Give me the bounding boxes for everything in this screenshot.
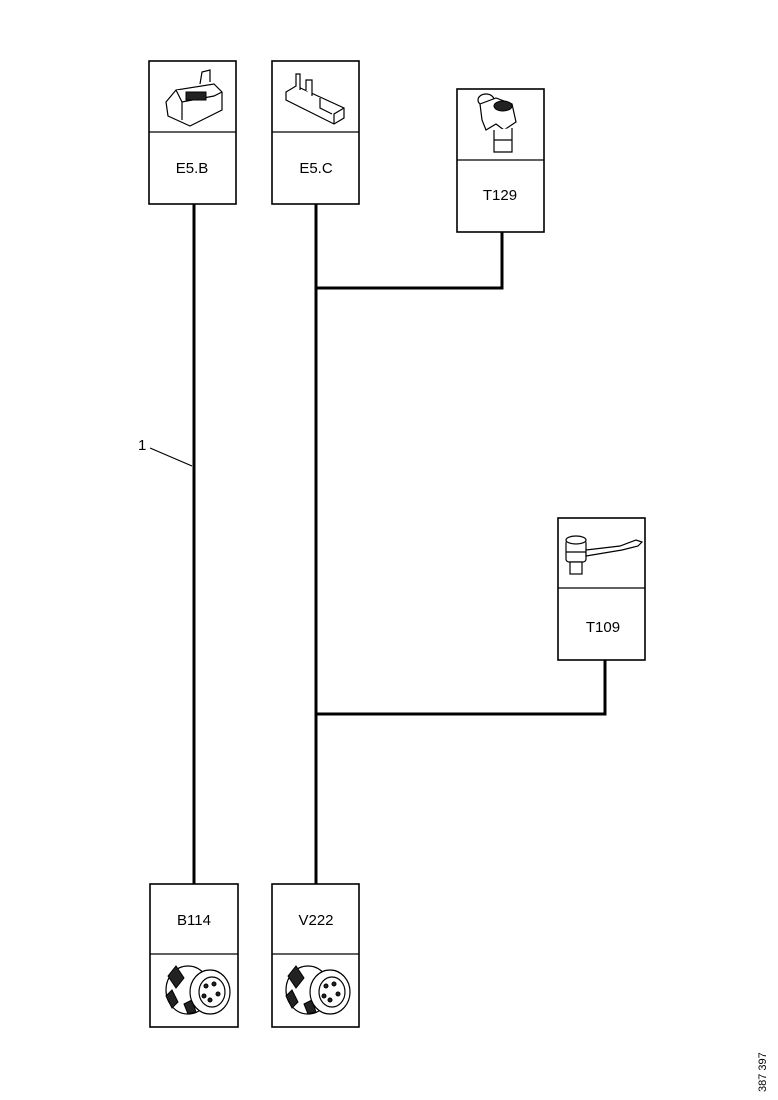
- connector-housing-icon: [165, 69, 223, 127]
- callout-leader-1: [149, 447, 193, 467]
- component-e5c[interactable]: E5.C: [271, 60, 360, 205]
- component-label: V222: [298, 912, 333, 929]
- round-connector-icon: [285, 965, 351, 1015]
- component-e5b[interactable]: E5.B: [148, 60, 237, 205]
- component-label: B114: [177, 912, 211, 929]
- terminal-pin-icon: [285, 73, 345, 125]
- component-t129[interactable]: T129: [456, 88, 545, 233]
- component-v222[interactable]: V222: [271, 883, 360, 1028]
- component-b114[interactable]: B114: [149, 883, 239, 1028]
- component-label: E5.C: [299, 160, 333, 177]
- wire-branch-t129: [316, 232, 504, 290]
- callout-1: 1: [138, 437, 146, 454]
- component-label: E5.B: [176, 160, 209, 177]
- component-label: T109: [586, 619, 620, 636]
- component-label: T129: [483, 187, 517, 204]
- wire-branch-t109: [316, 660, 607, 716]
- figure-number: 387 397: [757, 1052, 769, 1092]
- round-connector-icon: [165, 965, 231, 1015]
- sensor-with-lead-icon: [565, 535, 644, 575]
- sensor-icon: [477, 93, 517, 153]
- component-t109[interactable]: T109: [557, 517, 646, 661]
